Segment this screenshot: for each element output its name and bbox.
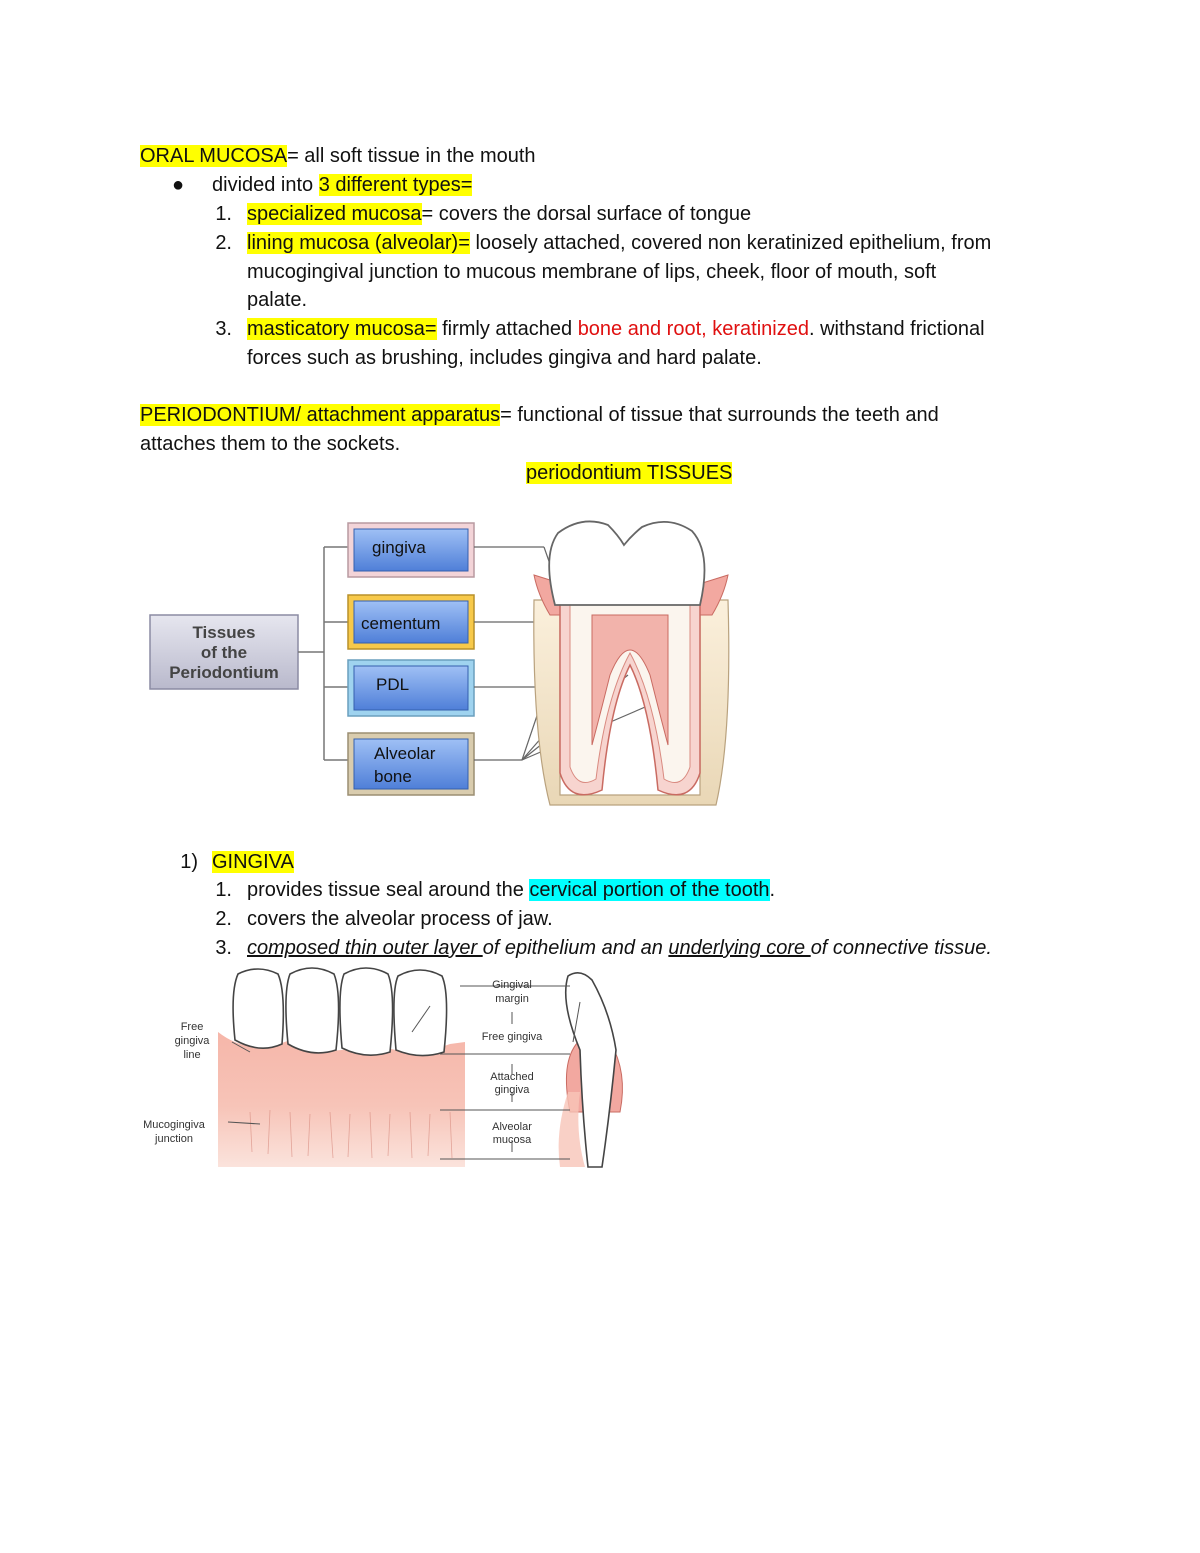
gingiva-item-3-text-2: of connective tissue.: [810, 937, 992, 959]
masticatory-text-b: . withstand frictional: [808, 318, 985, 340]
underlined-text-1: composed thin outer layer: [247, 937, 483, 959]
gingiva-box-label: gingiva: [372, 538, 426, 557]
mucogingiva-label-2: junction: [154, 1133, 193, 1145]
specialized-term: specialized mucosa: [247, 203, 422, 225]
gingival-margin-label-2: margin: [495, 993, 529, 1005]
masticatory-red-text: bone and root, keratinized: [577, 318, 809, 340]
root-label-1: Tissues: [192, 623, 255, 642]
lining-text-3: palate.: [247, 289, 308, 311]
periodontium-term: PERIODONTIUM/ attachment apparatus: [140, 404, 501, 426]
cementum-box: [353, 600, 469, 644]
list-number: 2.: [215, 908, 232, 930]
oral-mucosa-heading: ORAL MUCOSA= all soft tissue in the mout…: [140, 142, 536, 170]
tooth-illustration: [533, 520, 730, 806]
periodontium-definition-1: = functional of tissue that surrounds th…: [500, 404, 939, 426]
list-number: 1.: [215, 879, 232, 901]
alveolar-mucosa-label-2: mucosa: [493, 1134, 532, 1146]
list-number: 3.: [215, 937, 232, 959]
connector-lines: [298, 546, 350, 761]
bone-box-label-1: Alveolar: [374, 744, 436, 763]
alveolar-mucosa-label-1: Alveolar: [492, 1121, 532, 1133]
lining-text-2: mucogingival junction to mucous membrane…: [247, 261, 937, 283]
masticatory-text-a: firmly attached: [436, 318, 578, 340]
gingiva-anatomy-diagram: Free gingiva line Mucogingiva junction G…: [143, 967, 623, 1168]
free-gingiva-line-label-2: gingiva: [175, 1035, 211, 1047]
list-number: 2.: [215, 232, 232, 254]
list-item-lining: lining mucosa (alveolar)= loosely attach…: [247, 229, 991, 257]
list-item-masticatory: masticatory mucosa= firmly attached bone…: [247, 315, 985, 343]
root-box: [149, 614, 299, 690]
periodontium-tissues-diagram: Tissues of the Periodontium gingiva ceme…: [149, 520, 730, 806]
cementum-box-label: cementum: [361, 614, 440, 633]
periodontium-definition-2: attaches them to the sockets.: [140, 433, 401, 455]
root-label-3: Periodontium: [169, 663, 279, 682]
types-highlight: 3 different types=: [318, 174, 473, 196]
list-item-specialized: specialized mucosa= covers the dorsal su…: [247, 200, 751, 228]
root-label-2: of the: [201, 643, 247, 662]
section-number: 1): [180, 851, 198, 873]
bullet-marker: ●: [172, 174, 185, 196]
free-gingiva-line-label-1: Free: [181, 1021, 204, 1033]
level-lines: [227, 985, 581, 1160]
specialized-text: = covers the dorsal surface of tongue: [421, 203, 752, 225]
masticatory-text-2: forces such as brushing, includes gingiv…: [247, 347, 762, 369]
lining-term: lining mucosa (alveolar)=: [247, 232, 470, 254]
gingiva-item-3-text-1: of epithelium and an: [482, 937, 669, 959]
bone-box-label-2: bone: [374, 767, 412, 786]
masticatory-term: masticatory mucosa=: [247, 318, 437, 340]
bone-box: [353, 738, 469, 790]
figure-title-text: periodontium TISSUES: [526, 462, 733, 484]
mucosa-texture: [249, 1109, 453, 1159]
oral-mucosa-term: ORAL MUCOSA: [140, 145, 288, 167]
oral-mucosa-definition: = all soft tissue in the mouth: [287, 145, 536, 167]
side-tooth: [558, 972, 623, 1168]
list-number: 3.: [215, 318, 232, 340]
gingiva-box: [353, 528, 469, 572]
pdl-box: [353, 665, 469, 711]
list-number: 1.: [215, 203, 232, 225]
underlined-text-2: underlying core: [668, 937, 811, 959]
free-gingiva-line-label-3: line: [183, 1049, 200, 1061]
gingival-margin-label-1: Gingival: [492, 979, 532, 991]
periodontium-heading: PERIODONTIUM/ attachment apparatus= func…: [140, 401, 939, 429]
cervical-highlight: cervical portion of the tooth: [529, 879, 770, 901]
divided-line: divided into 3 different types=: [212, 171, 473, 199]
pdl-box-label: PDL: [376, 675, 409, 694]
figure-title: periodontium TISSUES: [526, 459, 733, 487]
gum-tissue: [218, 1032, 465, 1167]
gingiva-heading: GINGIVA: [212, 848, 294, 876]
attached-gingiva-label-1: Attached: [490, 1071, 533, 1083]
free-gingiva-label: Free gingiva: [482, 1031, 543, 1043]
gingiva-title: GINGIVA: [212, 851, 294, 873]
teeth-row: [232, 967, 448, 1057]
lining-text-1: loosely attached, covered non keratinize…: [469, 232, 992, 254]
gingiva-item-1-end: .: [769, 879, 776, 901]
gingiva-item-1-text: provides tissue seal around the: [247, 879, 530, 901]
mucogingiva-label-1: Mucogingiva: [143, 1119, 206, 1131]
gingiva-item-1: provides tissue seal around the cervical…: [247, 876, 775, 904]
gingiva-item-3: composed thin outer layer of epithelium …: [247, 934, 992, 962]
attached-gingiva-label-2: gingiva: [495, 1084, 531, 1096]
gingiva-item-2: covers the alveolar process of jaw.: [247, 908, 553, 930]
divided-prefix: divided into: [212, 174, 319, 196]
